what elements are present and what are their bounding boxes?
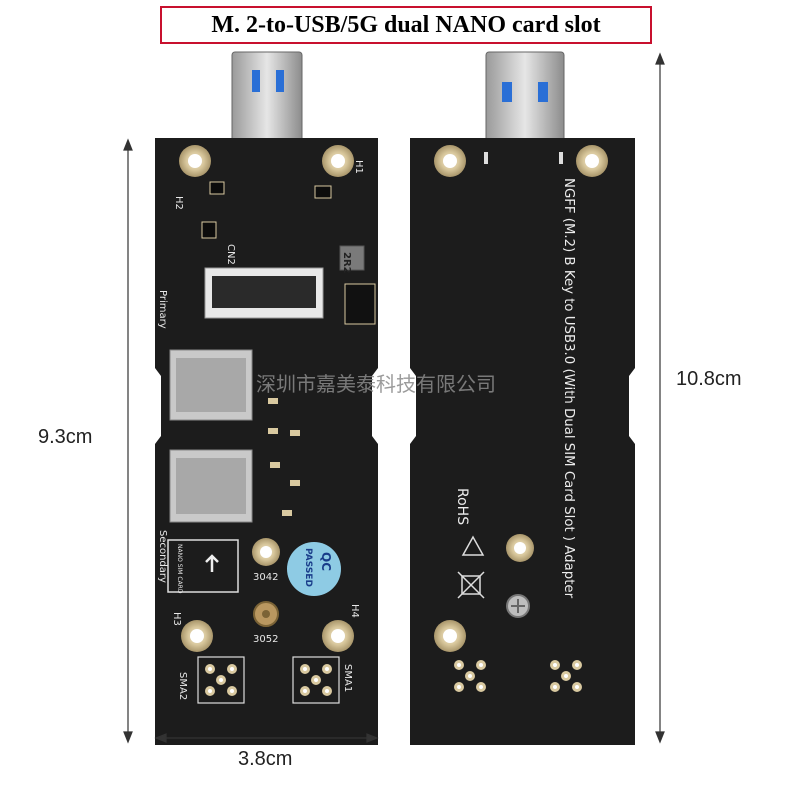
sma-pad-dot-hole [219,678,223,682]
label-cn2: CN2 [225,244,236,265]
passed-label: PASSED [303,548,313,587]
qc-label: QC [319,552,333,571]
label-sma2: SMA2 [177,672,188,700]
front-component-u1 [314,185,332,199]
back-usb-connector [485,51,565,153]
sma-pad-dot-hole [479,663,483,667]
sma-pad-dot-hole [325,667,329,671]
label-secondary: Secondary [157,530,168,583]
weee-bin-icon [457,571,485,599]
sma-pad-dot-hole [457,685,461,689]
label-nano-sim: NANO SIM CARD [176,544,183,594]
dimension-pcb-length: 9.3cm [38,426,93,448]
sma-pad-dots [205,660,582,696]
label-3052: 3052 [253,634,278,645]
front-pcb [155,138,378,745]
sma-pad-dot-hole [553,685,557,689]
label-2r2: 2R2 [341,252,352,274]
label-sma1: SMA1 [342,664,353,692]
watermark: 深圳市嘉美泰科技有限公司 [256,372,496,396]
sma-pad-dot-hole [457,663,461,667]
label-h1: H1 [353,160,364,174]
sma-pad-dot-hole [564,674,568,678]
sma-pad-dot-hole [575,685,579,689]
sma-pad-dot-hole [325,689,329,693]
dimension-width: 3.8cm [238,748,293,770]
sma-pad-dot-hole [208,667,212,671]
sma-pad-dot-hole [553,663,557,667]
sma-pad-dot-hole [303,689,307,693]
title-banner: M. 2-to-USB/5G dual NANO card slot [160,6,652,44]
label-h3: H3 [171,612,182,626]
inductor-2r2 [339,245,365,271]
label-h4: H4 [349,604,360,618]
label-3042: 3042 [253,572,278,583]
back-board [410,51,635,745]
back-description: NGFF (M.2) B Key to USB3.0 (With Dual SI… [561,178,576,599]
sma-pad-dot-hole [230,689,234,693]
esd-warning-icon [461,535,485,556]
back-pcb [410,138,635,745]
dimension-lines [123,52,665,744]
sma-pad-dot-hole [468,674,472,678]
sma-pad-dot-hole [479,685,483,689]
sma-pad-dot-hole [575,663,579,667]
front-usb-blue-tab-left [252,70,260,92]
front-usb-blue-tab-right [276,70,284,92]
sim-insert-arrow-icon [205,554,219,572]
nano-sim-silkscreen [167,539,239,593]
sma2-pad [197,656,245,704]
sma-pad-dot-hole [208,689,212,693]
dimension-total-length: 10.8cm [676,368,742,390]
sma-pad-dot-hole [230,667,234,671]
title-text: M. 2-to-USB/5G dual NANO card slot [211,11,601,38]
front-board [155,51,378,745]
back-usb-blue-tab-right [538,82,548,102]
sma-pad-dot-hole [314,678,318,682]
sma1-pad [292,656,340,704]
back-usb-blue-tab-left [502,82,512,102]
label-primary: Primary [157,290,168,329]
sma-pad-dot-hole [303,667,307,671]
front-usb-connector [231,51,303,153]
qc-passed-sticker [287,542,341,596]
label-h2: H2 [173,196,184,210]
rohs-label: RoHS [454,488,470,525]
